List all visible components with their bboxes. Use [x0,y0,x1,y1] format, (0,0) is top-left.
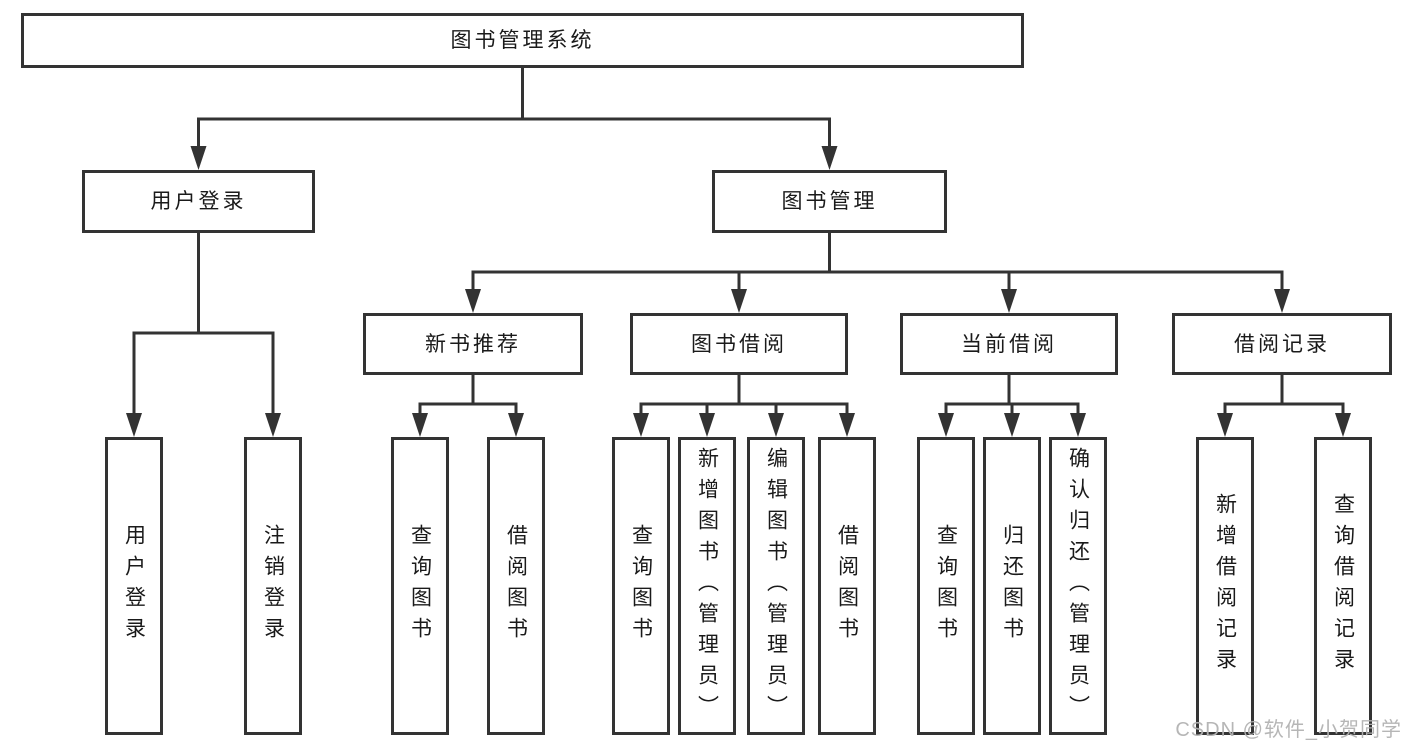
arrowhead-icon [412,413,428,437]
arrowhead-icon [699,413,715,437]
arrowhead-icon [1070,413,1086,437]
node-user-login-module: 用户登录 [82,170,315,233]
arrowhead-icon [1274,289,1290,313]
arrowhead-icon [821,146,838,170]
arrowhead-icon [768,413,784,437]
node-nr-query-books: 查询图书 [391,437,449,735]
node-cb-return-books: 归还图书 [983,437,1041,735]
node-cb-confirm-return: 确认归还（管理员） [1049,437,1107,735]
node-current-borrow: 当前借阅 [900,313,1118,375]
node-br-query-record: 查询借阅记录 [1314,437,1372,735]
arrowhead-icon [190,146,207,170]
watermark: CSDN @软件_小贺同学 [1175,719,1402,741]
node-nr-borrow-books: 借阅图书 [487,437,545,735]
arrowhead-icon [633,413,649,437]
node-book-management: 图书管理 [712,170,947,233]
arrowhead-icon [508,413,524,437]
node-br-add-record: 新增借阅记录 [1196,437,1254,735]
node-bb-borrow-books: 借阅图书 [818,437,876,735]
arrowhead-icon [465,289,481,313]
node-cb-query-books: 查询图书 [917,437,975,735]
arrowhead-icon [1217,413,1233,437]
node-bb-add-books: 新增图书（管理员） [678,437,736,735]
node-new-book-recommend: 新书推荐 [363,313,583,375]
arrowhead-icon [1001,289,1017,313]
node-bb-edit-books: 编辑图书（管理员） [747,437,805,735]
arrowhead-icon [1004,413,1020,437]
node-borrow-records: 借阅记录 [1172,313,1392,375]
arrowhead-icon [839,413,855,437]
arrowhead-icon [731,289,747,313]
node-system: 图书管理系统 [21,13,1024,68]
arrowhead-icon [126,413,142,437]
arrowhead-icon [1335,413,1351,437]
node-book-borrow: 图书借阅 [630,313,848,375]
node-logout: 注销登录 [244,437,302,735]
node-bb-query-books: 查询图书 [612,437,670,735]
node-user-login: 用户登录 [105,437,163,735]
arrowhead-icon [938,413,954,437]
arrowhead-icon [265,413,281,437]
